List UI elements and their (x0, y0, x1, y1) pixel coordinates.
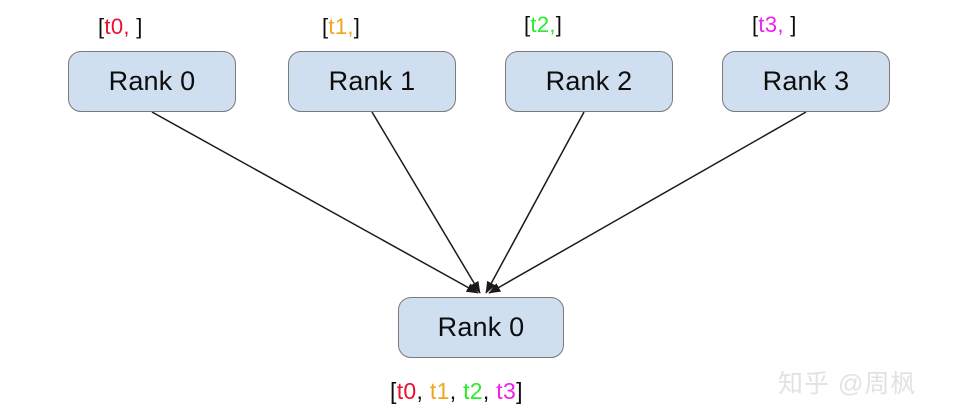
bracket-close: ] (516, 378, 523, 404)
node-rank-0-destination[interactable]: Rank 0 (398, 297, 564, 358)
result-token-t2: t2 (463, 378, 483, 404)
edge-src1-to-dst0 (371, 111, 481, 294)
tensor-label-rank-2: [t2,] (524, 12, 562, 38)
tensor-token-t3: t3, (758, 12, 784, 37)
node-label: Rank 3 (762, 66, 850, 96)
bracket-open: [ (322, 14, 329, 39)
bracket-close: ] (129, 14, 143, 39)
result-token-t0: t0 (396, 378, 417, 404)
node-label: Rank 0 (108, 66, 196, 96)
bracket-close: ] (353, 14, 361, 39)
bracket-open: [ (98, 14, 105, 39)
bracket-open: [ (752, 12, 759, 37)
node-label: Rank 0 (437, 312, 525, 342)
result-token-t1: t1 (429, 378, 450, 404)
result-separator: , (449, 378, 464, 404)
tensor-token-t2: t2, (530, 12, 556, 37)
tensor-label-rank-1: [t1,] (322, 14, 360, 40)
bracket-close: ] (555, 12, 563, 37)
watermark: 知乎 @周枫 (778, 370, 917, 398)
node-rank-0-source[interactable]: Rank 0 (68, 51, 236, 112)
node-label: Rank 2 (545, 66, 633, 96)
tensor-token-t1: t1, (328, 14, 354, 39)
edge-src2-to-dst0 (485, 111, 585, 294)
bracket-open: [ (390, 378, 397, 404)
bracket-close: ] (783, 12, 797, 37)
edge-src3-to-dst0 (488, 111, 807, 294)
node-rank-1-source[interactable]: Rank 1 (288, 51, 456, 112)
node-rank-2-source[interactable]: Rank 2 (505, 51, 673, 112)
node-rank-3-source[interactable]: Rank 3 (722, 51, 890, 112)
result-token-t3: t3 (496, 378, 517, 404)
edge-src0-to-dst0 (151, 111, 479, 294)
bracket-open: [ (524, 12, 531, 37)
tensor-label-rank-3: [t3, ] (752, 12, 797, 38)
tensor-label-rank-0: [t0, ] (98, 14, 143, 40)
result-separator: , (482, 378, 497, 404)
result-separator: , (416, 378, 430, 404)
tensor-token-t0: t0, (104, 14, 130, 39)
result-tensor-label: [t0, t1, t2, t3] (390, 378, 523, 405)
node-label: Rank 1 (328, 66, 416, 96)
